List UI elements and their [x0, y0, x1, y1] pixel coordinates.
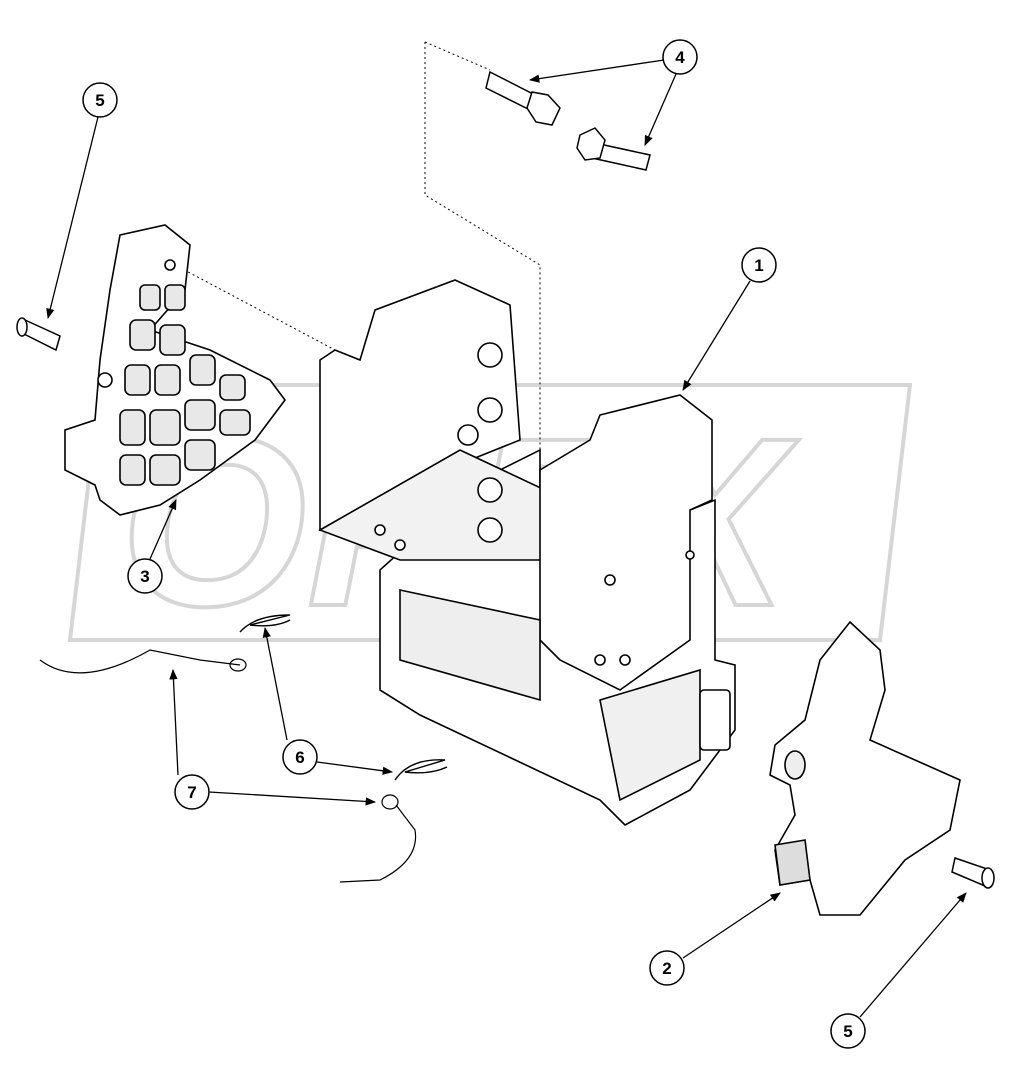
clevis-pin-right — [951, 857, 995, 889]
bracket-frame — [318, 279, 736, 826]
callout-label: 6 — [295, 748, 304, 767]
callout-4: 4 — [662, 39, 698, 75]
lanyard-cables — [39, 649, 417, 883]
callout-5-right: 5 — [830, 1013, 866, 1049]
ribbed-side-plate — [64, 224, 286, 516]
callout-1: 1 — [741, 247, 777, 283]
callout-7: 7 — [174, 774, 210, 810]
leader-lines — [46, 59, 967, 1018]
assembly-lines — [174, 41, 541, 450]
callout-label: 4 — [675, 48, 685, 67]
callout-label: 7 — [187, 783, 196, 802]
callout-3: 3 — [127, 558, 163, 594]
callout-5-left: 5 — [82, 82, 118, 118]
callout-label: 5 — [95, 91, 104, 110]
callout-label: 1 — [754, 256, 763, 275]
side-cover — [769, 620, 961, 916]
callout-label: 5 — [843, 1022, 852, 1041]
callout-6: 6 — [282, 739, 318, 775]
callout-label: 2 — [662, 959, 671, 978]
clevis-pin-left — [16, 317, 61, 352]
callout-label: 3 — [140, 567, 149, 586]
hairpin-clips — [239, 614, 448, 781]
bolts — [485, 70, 651, 171]
callout-2: 2 — [649, 950, 685, 986]
